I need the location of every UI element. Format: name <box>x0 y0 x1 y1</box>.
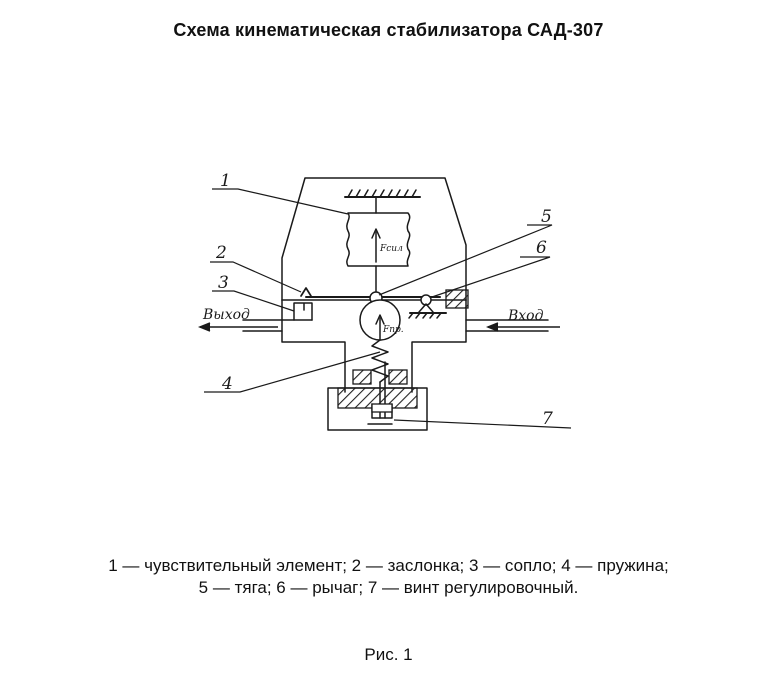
callout-2: 2 <box>215 243 227 263</box>
force-spring-label: Fпр. <box>382 325 404 335</box>
outlet-label: Выход <box>202 307 250 323</box>
callout-4: 4 <box>221 374 233 394</box>
flap <box>300 287 312 297</box>
force-sensitive-label: Fсил <box>379 244 403 254</box>
spring-seat-right <box>388 369 408 385</box>
callout-7: 7 <box>542 409 553 429</box>
callout-1: 1 <box>220 171 231 191</box>
callout-3: 3 <box>218 273 229 293</box>
adjustment-block <box>445 289 469 309</box>
legend-line-1: 1 — чувствительный элемент; 2 — заслонка… <box>108 556 669 575</box>
page-title: Схема кинематическая стабилизатора САД-3… <box>173 20 604 40</box>
spring-seat-left <box>352 369 372 385</box>
legend: 1 — чувствительный элемент; 2 — заслонка… <box>0 555 777 599</box>
inlet-label: Вход <box>507 308 544 324</box>
upper-housing <box>281 177 467 301</box>
support-hatching <box>347 189 417 198</box>
legend-line-2: 5 — тяга; 6 — рычаг; 7 — винт регулирово… <box>198 578 579 597</box>
callout-5: 5 <box>541 207 552 227</box>
nozzle <box>293 302 313 321</box>
figure-caption: Рис. 1 <box>364 645 413 664</box>
callout-6: 6 <box>536 238 547 258</box>
sensitive-element-bellows <box>346 212 411 267</box>
